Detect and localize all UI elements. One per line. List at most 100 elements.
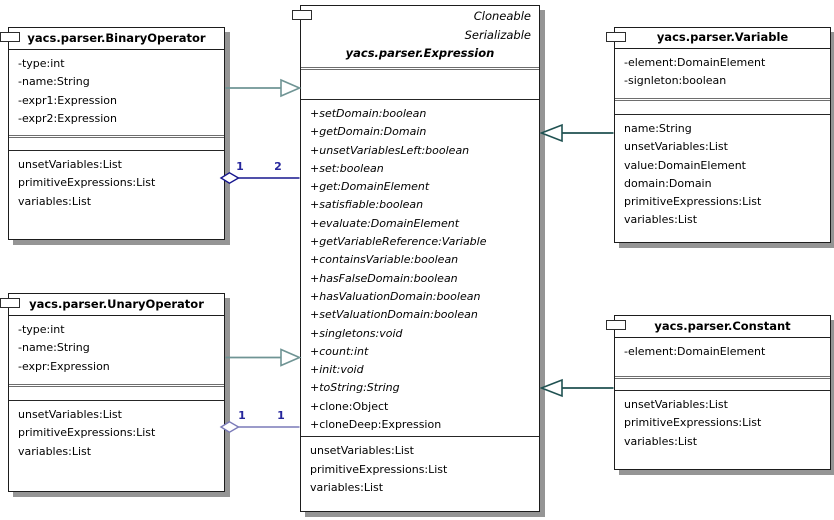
member-line: value:DomainElement [624,158,746,172]
class-title: yacs.parser.Variable [615,28,830,49]
attributes-compartment: -element:DomainElement -signleton:boolean [615,49,830,98]
member-line: +evaluate:DomainElement [310,216,460,230]
generalization-constant-expression[interactable] [539,378,614,398]
member-line: +hasValuationDomain:boolean [310,289,481,303]
interface-label: Cloneable [473,9,531,23]
properties-compartment: unsetVariables:List primitiveExpressions:… [9,151,224,239]
empty-compartment [615,379,830,391]
member-line: name:String [624,122,692,135]
member-line: +getDomain:Domain [310,125,427,139]
multiplicity-label: 1 [236,160,244,173]
member-line: +unsetVariablesLeft:boolean [310,143,470,157]
member-line: unsetVariables:List [624,140,728,154]
member-line: unsetVariables:List [624,398,728,411]
interface-label: Serializable [464,27,531,42]
open-triangle-arrowhead-icon [280,348,302,367]
member-line: domain:Domain [624,176,712,190]
member-line: +toString:String [310,381,400,395]
class-node-binaryoperator[interactable]: yacs.parser.BinaryOperator -type:int -nam… [0,27,225,240]
attributes-compartment: -type:int -name:String -expr:Expression [9,316,224,384]
multiplicity-label: 2 [274,160,282,173]
member-line: -name:String [18,75,90,89]
class-icon [606,32,626,42]
member-line: -expr:Expression [18,359,110,373]
member-line: +init:void [310,363,364,377]
member-line: +containsVariable:boolean [310,253,459,267]
member-line: -element:DomainElement [624,56,766,69]
class-title: yacs.parser.Constant [615,316,830,338]
properties-compartment: unsetVariables:List primitiveExpressions:… [301,437,539,511]
member-line: +get:DomainElement [310,180,430,194]
generalization-binaryoperator-expression[interactable] [225,78,302,98]
compartment-divider [9,384,224,387]
concrete-operations-list: +clone:Object +cloneDeep:Expression [310,398,535,435]
class-node-unaryoperator[interactable]: yacs.parser.UnaryOperator -type:int -name… [0,293,225,492]
generalization-variable-expression[interactable] [539,123,614,143]
class-title: yacs.parser.Expression [345,46,495,60]
open-triangle-arrowhead-icon [539,378,563,398]
member-line: -type:int [18,57,65,70]
member-line: variables:List [18,444,92,458]
multiplicity-label: 1 [238,409,246,422]
abstract-operations-list: +setDomain:boolean +getDomain:Domain +unse… [310,105,535,398]
class-icon [0,32,20,42]
member-line: variables:List [624,213,698,227]
properties-compartment: name:String unsetVariables:List value:Doma… [615,115,830,242]
member-line: +cloneDeep:Expression [310,418,442,432]
member-line: +clone:Object [310,399,389,413]
class-node-variable[interactable]: yacs.parser.Variable -element:DomainElem… [606,27,831,243]
aggregation-binaryoperator-expression[interactable]: 1 2 [219,160,300,185]
member-line: primitiveExpressions:List [624,416,762,430]
class-title: yacs.parser.UnaryOperator [9,294,224,316]
member-line: unsetVariables:List [18,408,122,421]
member-line: +setDomain:boolean [310,107,427,120]
class-node-expression[interactable]: Cloneable Serializable yacs.parser.Expre… [292,5,540,512]
compartment-divider [301,67,539,70]
member-line: variables:List [310,480,384,494]
member-line: +count:int [310,344,369,358]
member-line: primitiveExpressions:List [18,176,156,190]
member-line: +getVariableReference:Variable [310,235,487,249]
open-triangle-arrowhead-icon [280,78,302,98]
empty-attributes-compartment [301,70,539,100]
multiplicity-label: 1 [277,409,285,422]
member-line: -expr2:Expression [18,111,117,125]
member-line: primitiveExpressions:List [310,462,448,476]
member-line: +satisfiable:boolean [310,198,424,212]
class-icon [292,10,312,20]
attributes-compartment: -type:int -name:String -expr1:Expression -e… [9,50,224,135]
attributes-compartment: -element:DomainElement [615,338,830,376]
member-line: primitiveExpressions:List [18,426,156,440]
member-line: +set:boolean [310,161,384,175]
class-node-constant[interactable]: yacs.parser.Constant -element:DomainElem… [606,315,831,470]
member-line: +singletons:void [310,326,403,340]
compartment-divider [9,135,224,138]
class-title: yacs.parser.BinaryOperator [9,28,224,50]
member-line: variables:List [18,194,92,208]
member-line: unsetVariables:List [310,444,414,458]
class-icon [606,320,626,330]
member-line: -signleton:boolean [624,74,727,88]
member-line: primitiveExpressions:List [624,195,762,209]
class-icon [0,298,20,308]
operations-compartment: +setDomain:boolean +getDomain:Domain +unse… [301,100,539,438]
open-triangle-arrowhead-icon [539,123,563,143]
class-header: Cloneable Serializable yacs.parser.Expre… [301,6,539,67]
compartment-divider [615,98,830,101]
empty-compartment [9,387,224,401]
member-line: unsetVariables:List [18,158,122,171]
empty-compartment [615,101,830,115]
properties-compartment: unsetVariables:List primitiveExpressions:… [615,391,830,469]
member-line: +setValuationDomain:boolean [310,308,478,322]
generalization-unaryoperator-expression[interactable] [225,348,302,367]
empty-compartment [9,138,224,151]
aggregation-unaryoperator-expression[interactable]: 1 1 [219,409,300,434]
member-line: -element:DomainElement [624,345,766,358]
properties-compartment: unsetVariables:List primitiveExpressions:… [9,401,224,491]
member-line: variables:List [624,434,698,448]
member-line: -name:String [18,341,90,355]
compartment-divider [615,376,830,379]
member-line: -type:int [18,323,65,336]
member-line: -expr1:Expression [18,93,117,107]
